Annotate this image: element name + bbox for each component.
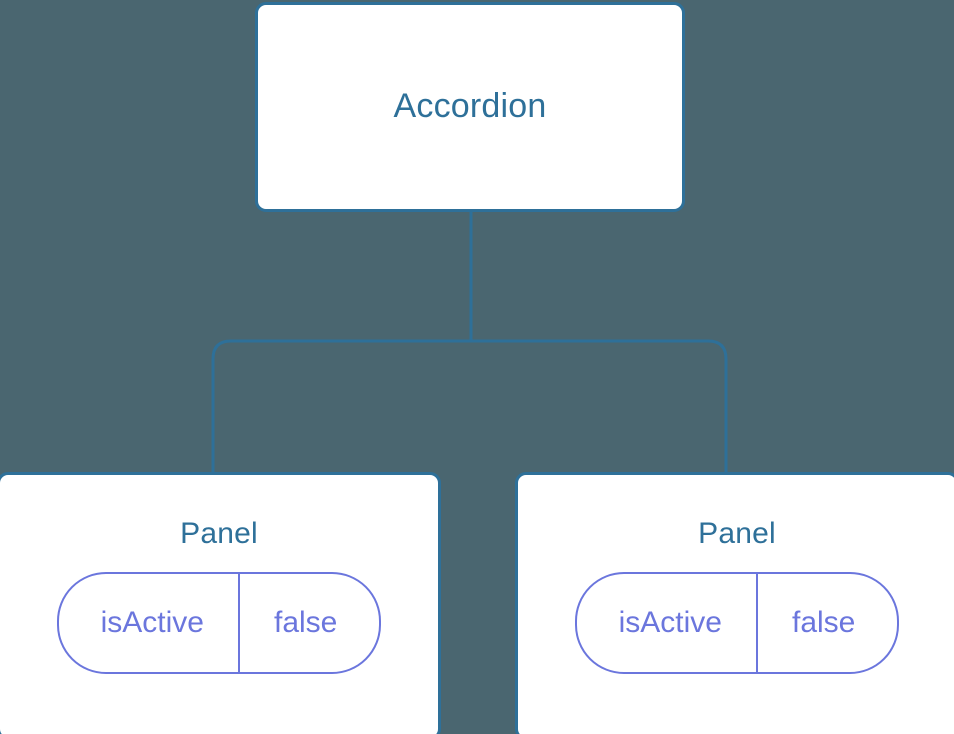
panel-node-left-prop-key: isActive: [100, 606, 204, 639]
panel-node-right-prop-key: isActive: [618, 606, 722, 639]
panel-node-right-title: Panel: [698, 517, 776, 550]
root-node-title: Accordion: [393, 87, 547, 126]
panel-node-left[interactable]: Panel isActive false: [0, 472, 441, 734]
panel-node-left-prop-pill[interactable]: isActive false: [56, 572, 382, 674]
panel-node-left-prop-value: false: [237, 574, 379, 672]
edge-bus-to-left-panel: [211, 339, 471, 474]
panel-node-left-title: Panel: [180, 517, 258, 550]
panel-node-right[interactable]: Panel isActive false: [515, 472, 954, 734]
edge-bus-to-right-panel: [471, 339, 728, 474]
panel-node-right-prop-value: false: [755, 574, 897, 672]
panel-node-right-prop-pill[interactable]: isActive false: [574, 572, 900, 674]
root-node[interactable]: Accordion: [255, 2, 685, 212]
